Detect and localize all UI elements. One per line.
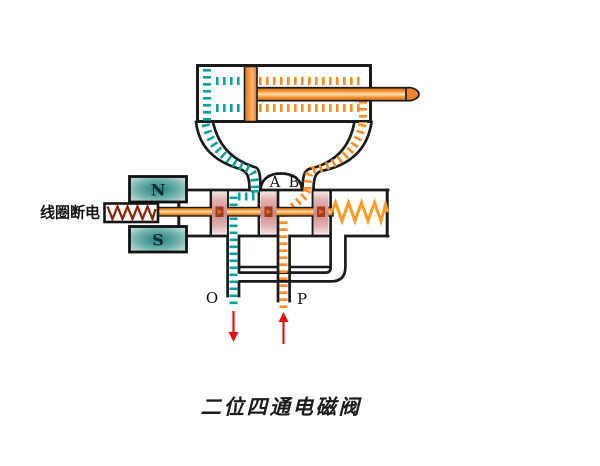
flow-arrow-o-down: [228, 311, 239, 342]
port-label-p: P: [297, 290, 307, 308]
o-channel-walls: [226, 189, 241, 298]
port-label-o: O: [206, 289, 218, 307]
exhaust-pipe-inner: [238, 189, 332, 274]
orange-funnel-flow: [303, 123, 367, 191]
piston: [243, 65, 258, 123]
piston-rod-tip: [405, 86, 420, 102]
spool-land-1: [212, 191, 227, 235]
port-label-a: A: [269, 175, 281, 191]
flow-dashes-exhaust: [201, 69, 259, 306]
magnet-s-label: S: [152, 231, 164, 250]
return-spring: [330, 197, 389, 227]
magnet-s: [128, 225, 188, 254]
teal-funnel-flow: [201, 122, 259, 191]
port-label-b: B: [289, 175, 300, 191]
spool-land-2: [260, 191, 277, 235]
flow-arrow-p-up: [278, 312, 289, 344]
funnel-inner-left: [211, 122, 262, 192]
valve-body: [176, 64, 390, 303]
solenoid: N S: [103, 175, 188, 254]
funnel-divider-dome: [259, 172, 304, 192]
funnel-inner-right: [301, 122, 356, 192]
flow-arrows: [228, 311, 289, 344]
spool-land-3: [313, 191, 329, 235]
magnet-n: [128, 175, 188, 204]
flow-dashes-pressure: [259, 77, 367, 308]
coil-zigzag: [106, 203, 157, 223]
spool-lands: [212, 191, 329, 235]
piston-rod: [255, 86, 409, 102]
coil-state-label: 线圈断电: [40, 204, 100, 222]
diagram-caption: 二位四通电磁阀: [201, 395, 363, 419]
spool-rod: [156, 206, 334, 217]
exhaust-pipe-outer: [238, 234, 347, 283]
magnet-n-label: N: [151, 181, 166, 200]
